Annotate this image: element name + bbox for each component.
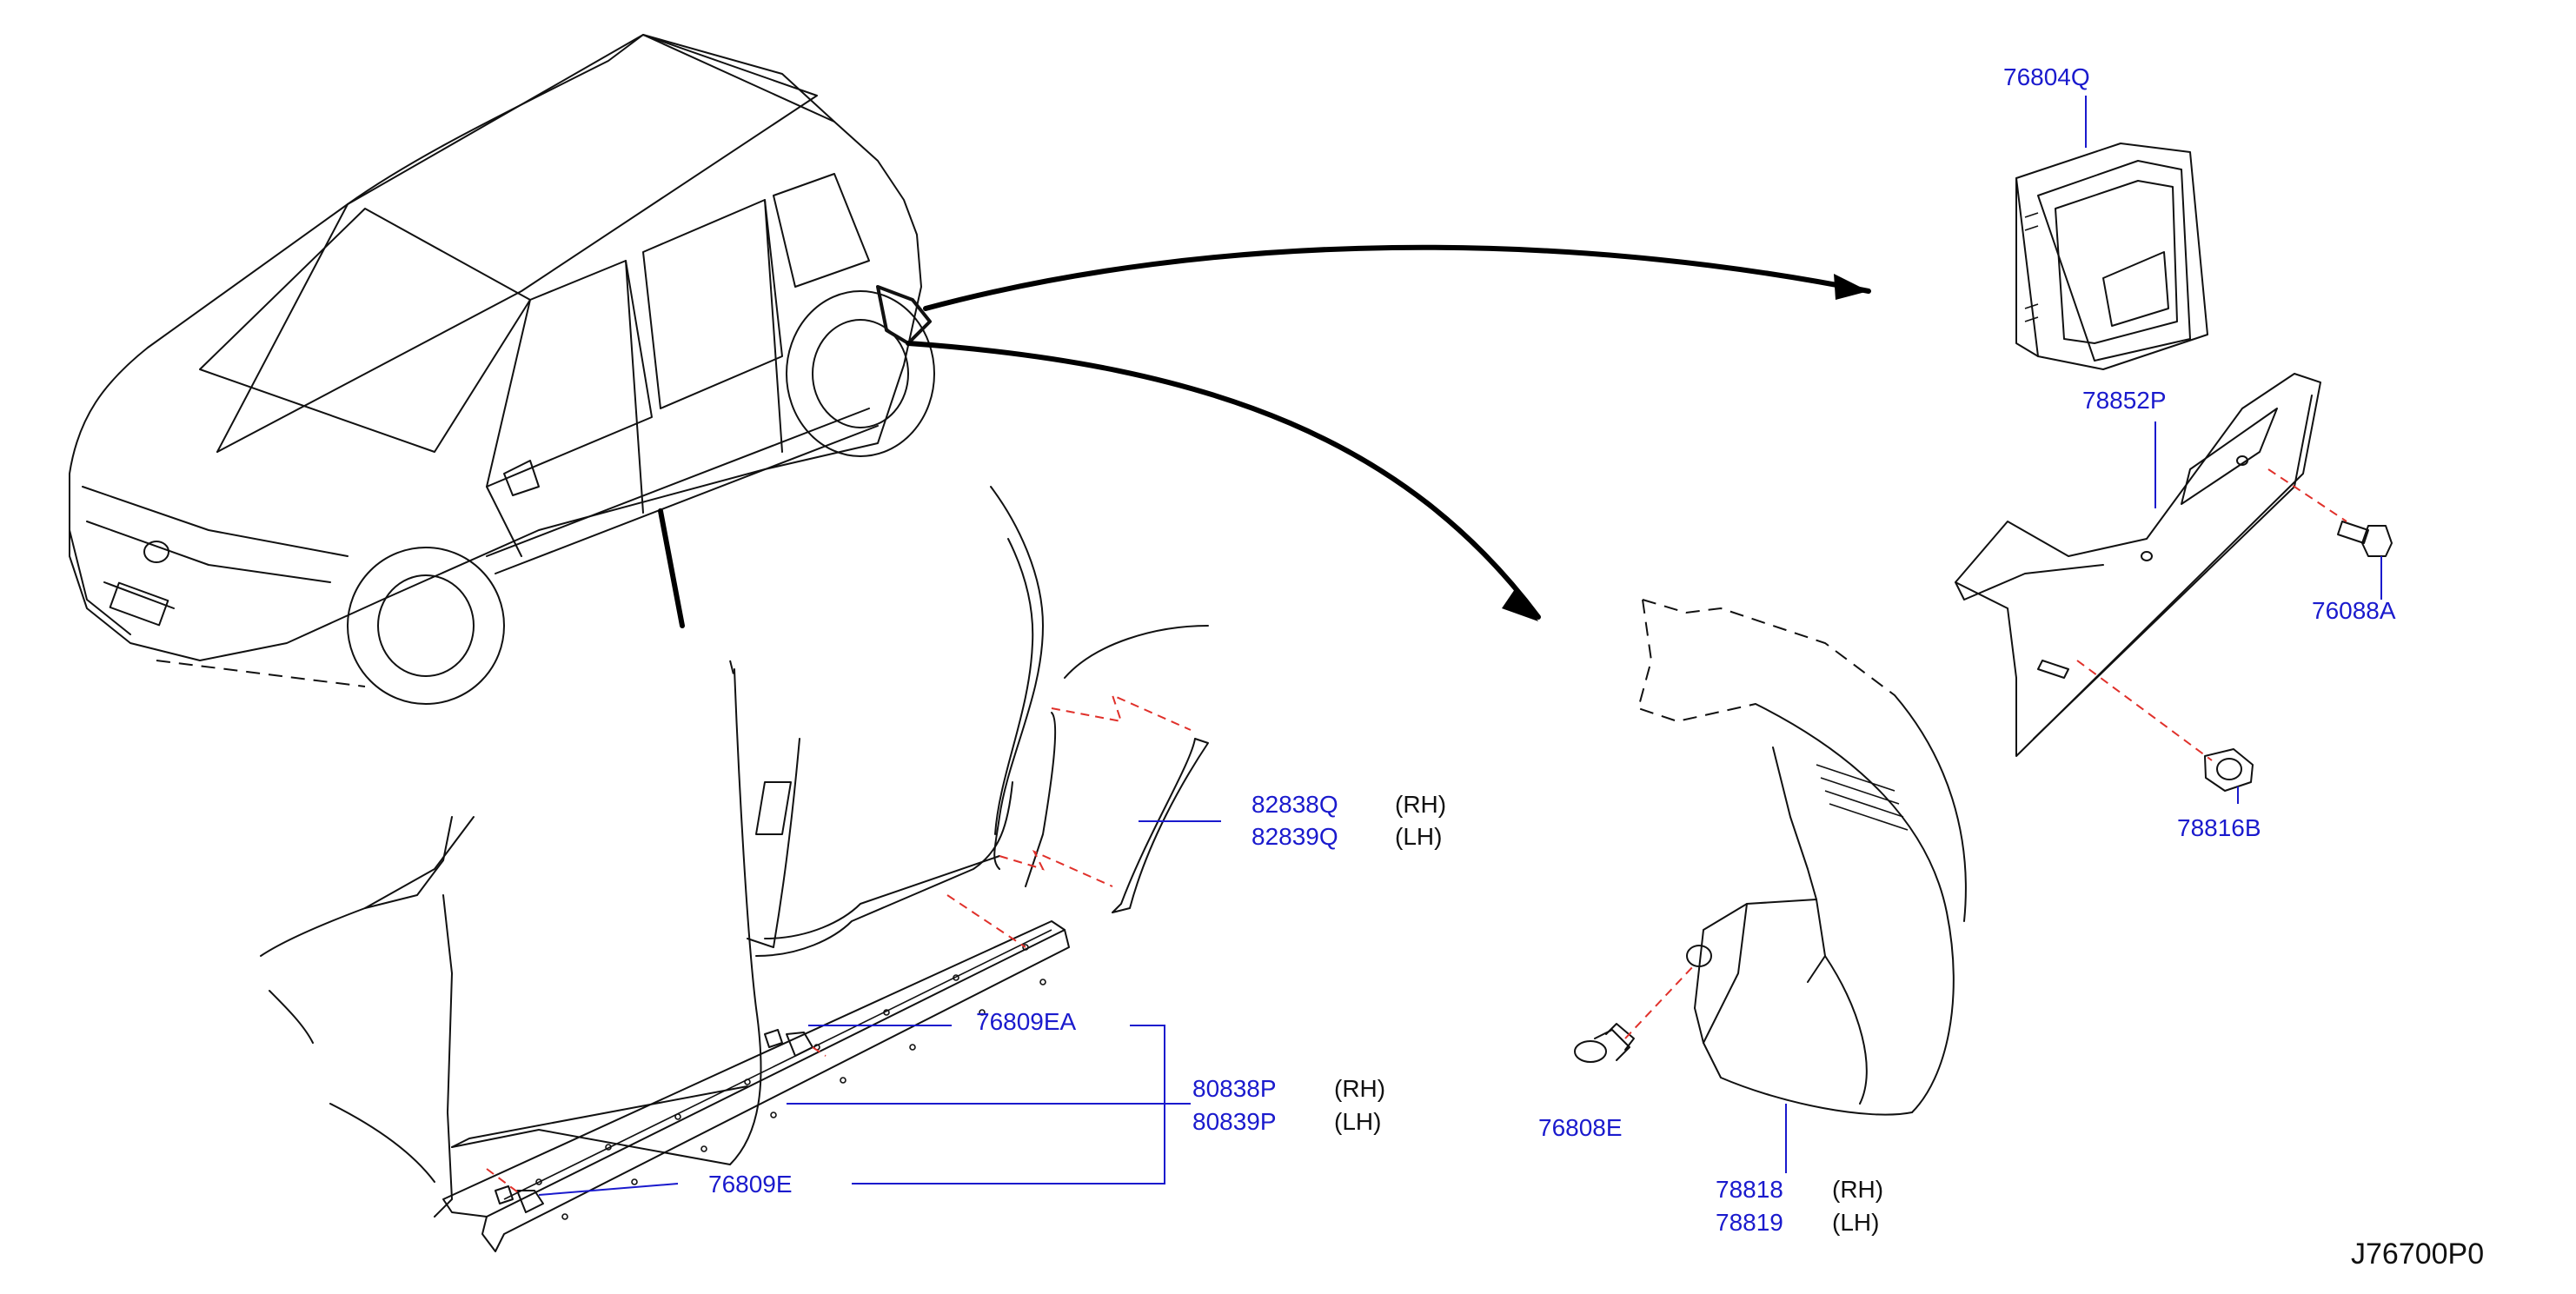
mounting-guide-lines [486,468,2347,1196]
guide-arrows [658,244,1871,628]
callout-76809e[interactable]: 76809E [708,1171,793,1198]
callout-80839p-side: (LH) [1334,1108,1381,1135]
part-76804q-drawing [2015,143,2208,370]
callout-78816b[interactable]: 78816B [2177,814,2261,841]
callout-78819[interactable]: 78819 [1716,1209,1783,1236]
part-78818-drawing [1637,599,1967,1116]
callout-78852p[interactable]: 78852P [2082,387,2167,414]
callout-78819-side: (LH) [1832,1209,1879,1236]
nut-78816b-drawing [2204,748,2254,792]
callout-82839q[interactable]: 82839Q [1251,823,1338,850]
callout-80838p[interactable]: 80838P [1192,1075,1277,1102]
callout-76804q[interactable]: 76804Q [2003,63,2090,90]
callout-76808e[interactable]: 76808E [1538,1114,1623,1141]
callout-76809ea[interactable]: 76809EA [976,1008,1077,1035]
callout-80839p[interactable]: 80839P [1192,1108,1277,1135]
callout-78818[interactable]: 78818 [1716,1176,1783,1203]
callout-82838q-side: (RH) [1395,791,1446,818]
vehicle-overview [69,34,935,705]
callout-82839q-side: (LH) [1395,823,1442,850]
callout-78818-side: (RH) [1832,1176,1883,1203]
side-view-drawing [260,486,1209,1252]
bolt-76088a-drawing [2337,521,2393,557]
callout-80838p-side: (RH) [1334,1075,1385,1102]
leader-lines [538,96,2382,1196]
clip-76808e-drawing [1574,1023,1635,1063]
part-78852p-drawing [1955,373,2321,757]
callout-82838q[interactable]: 82838Q [1251,791,1338,818]
callout-labels: 76804Q 78852P 76088A 78816B 82838Q (RH) … [708,63,2484,1271]
callout-76088a[interactable]: 76088A [2312,597,2396,624]
diagram-code: J76700P0 [2351,1238,2484,1271]
